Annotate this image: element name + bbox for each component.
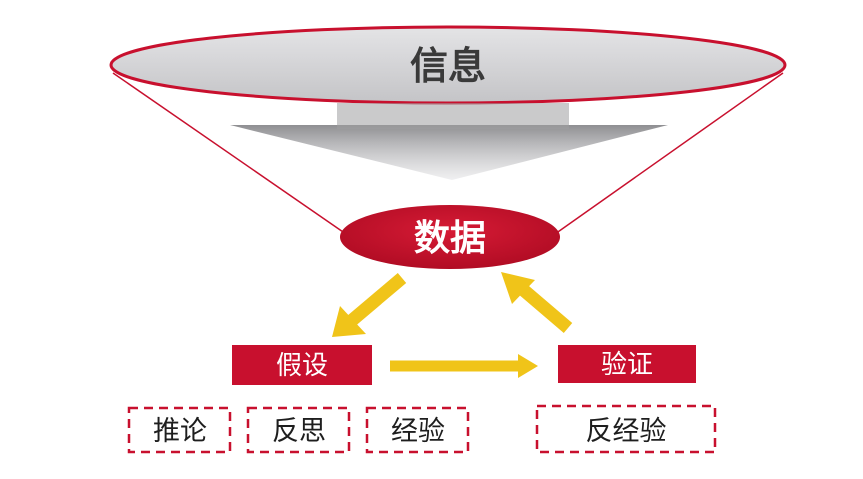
- data-ellipse: [340, 205, 560, 269]
- funnel-down-arrow: [230, 125, 668, 180]
- funnel-left-edge: [112, 72, 347, 235]
- hypothesis-label: 假设: [276, 351, 328, 381]
- tag-inference-box: [127, 406, 232, 454]
- funnel-arrow-shaft: [337, 103, 569, 129]
- arrow-hypothesis-to-verification: [390, 354, 538, 378]
- tag-experience-box: [365, 406, 470, 454]
- tag-reflection-label: 反思: [272, 416, 326, 447]
- verification-label: 验证: [601, 350, 653, 380]
- information-label: 信息: [410, 44, 486, 88]
- arrow-verification-to-data: [501, 272, 573, 333]
- tag-experience-label: 经验: [391, 416, 445, 447]
- tag-inference-label: 推论: [153, 416, 207, 447]
- tag-counter-experience-label: 反经验: [586, 416, 667, 447]
- funnel-right-edge: [554, 72, 784, 235]
- hypothesis-box: [232, 345, 372, 385]
- tag-counter-experience-box: [535, 404, 717, 454]
- data-label: 数据: [414, 218, 486, 259]
- tag-reflection-box: [246, 406, 351, 454]
- arrow-data-to-hypothesis: [332, 273, 407, 337]
- verification-box: [558, 345, 696, 383]
